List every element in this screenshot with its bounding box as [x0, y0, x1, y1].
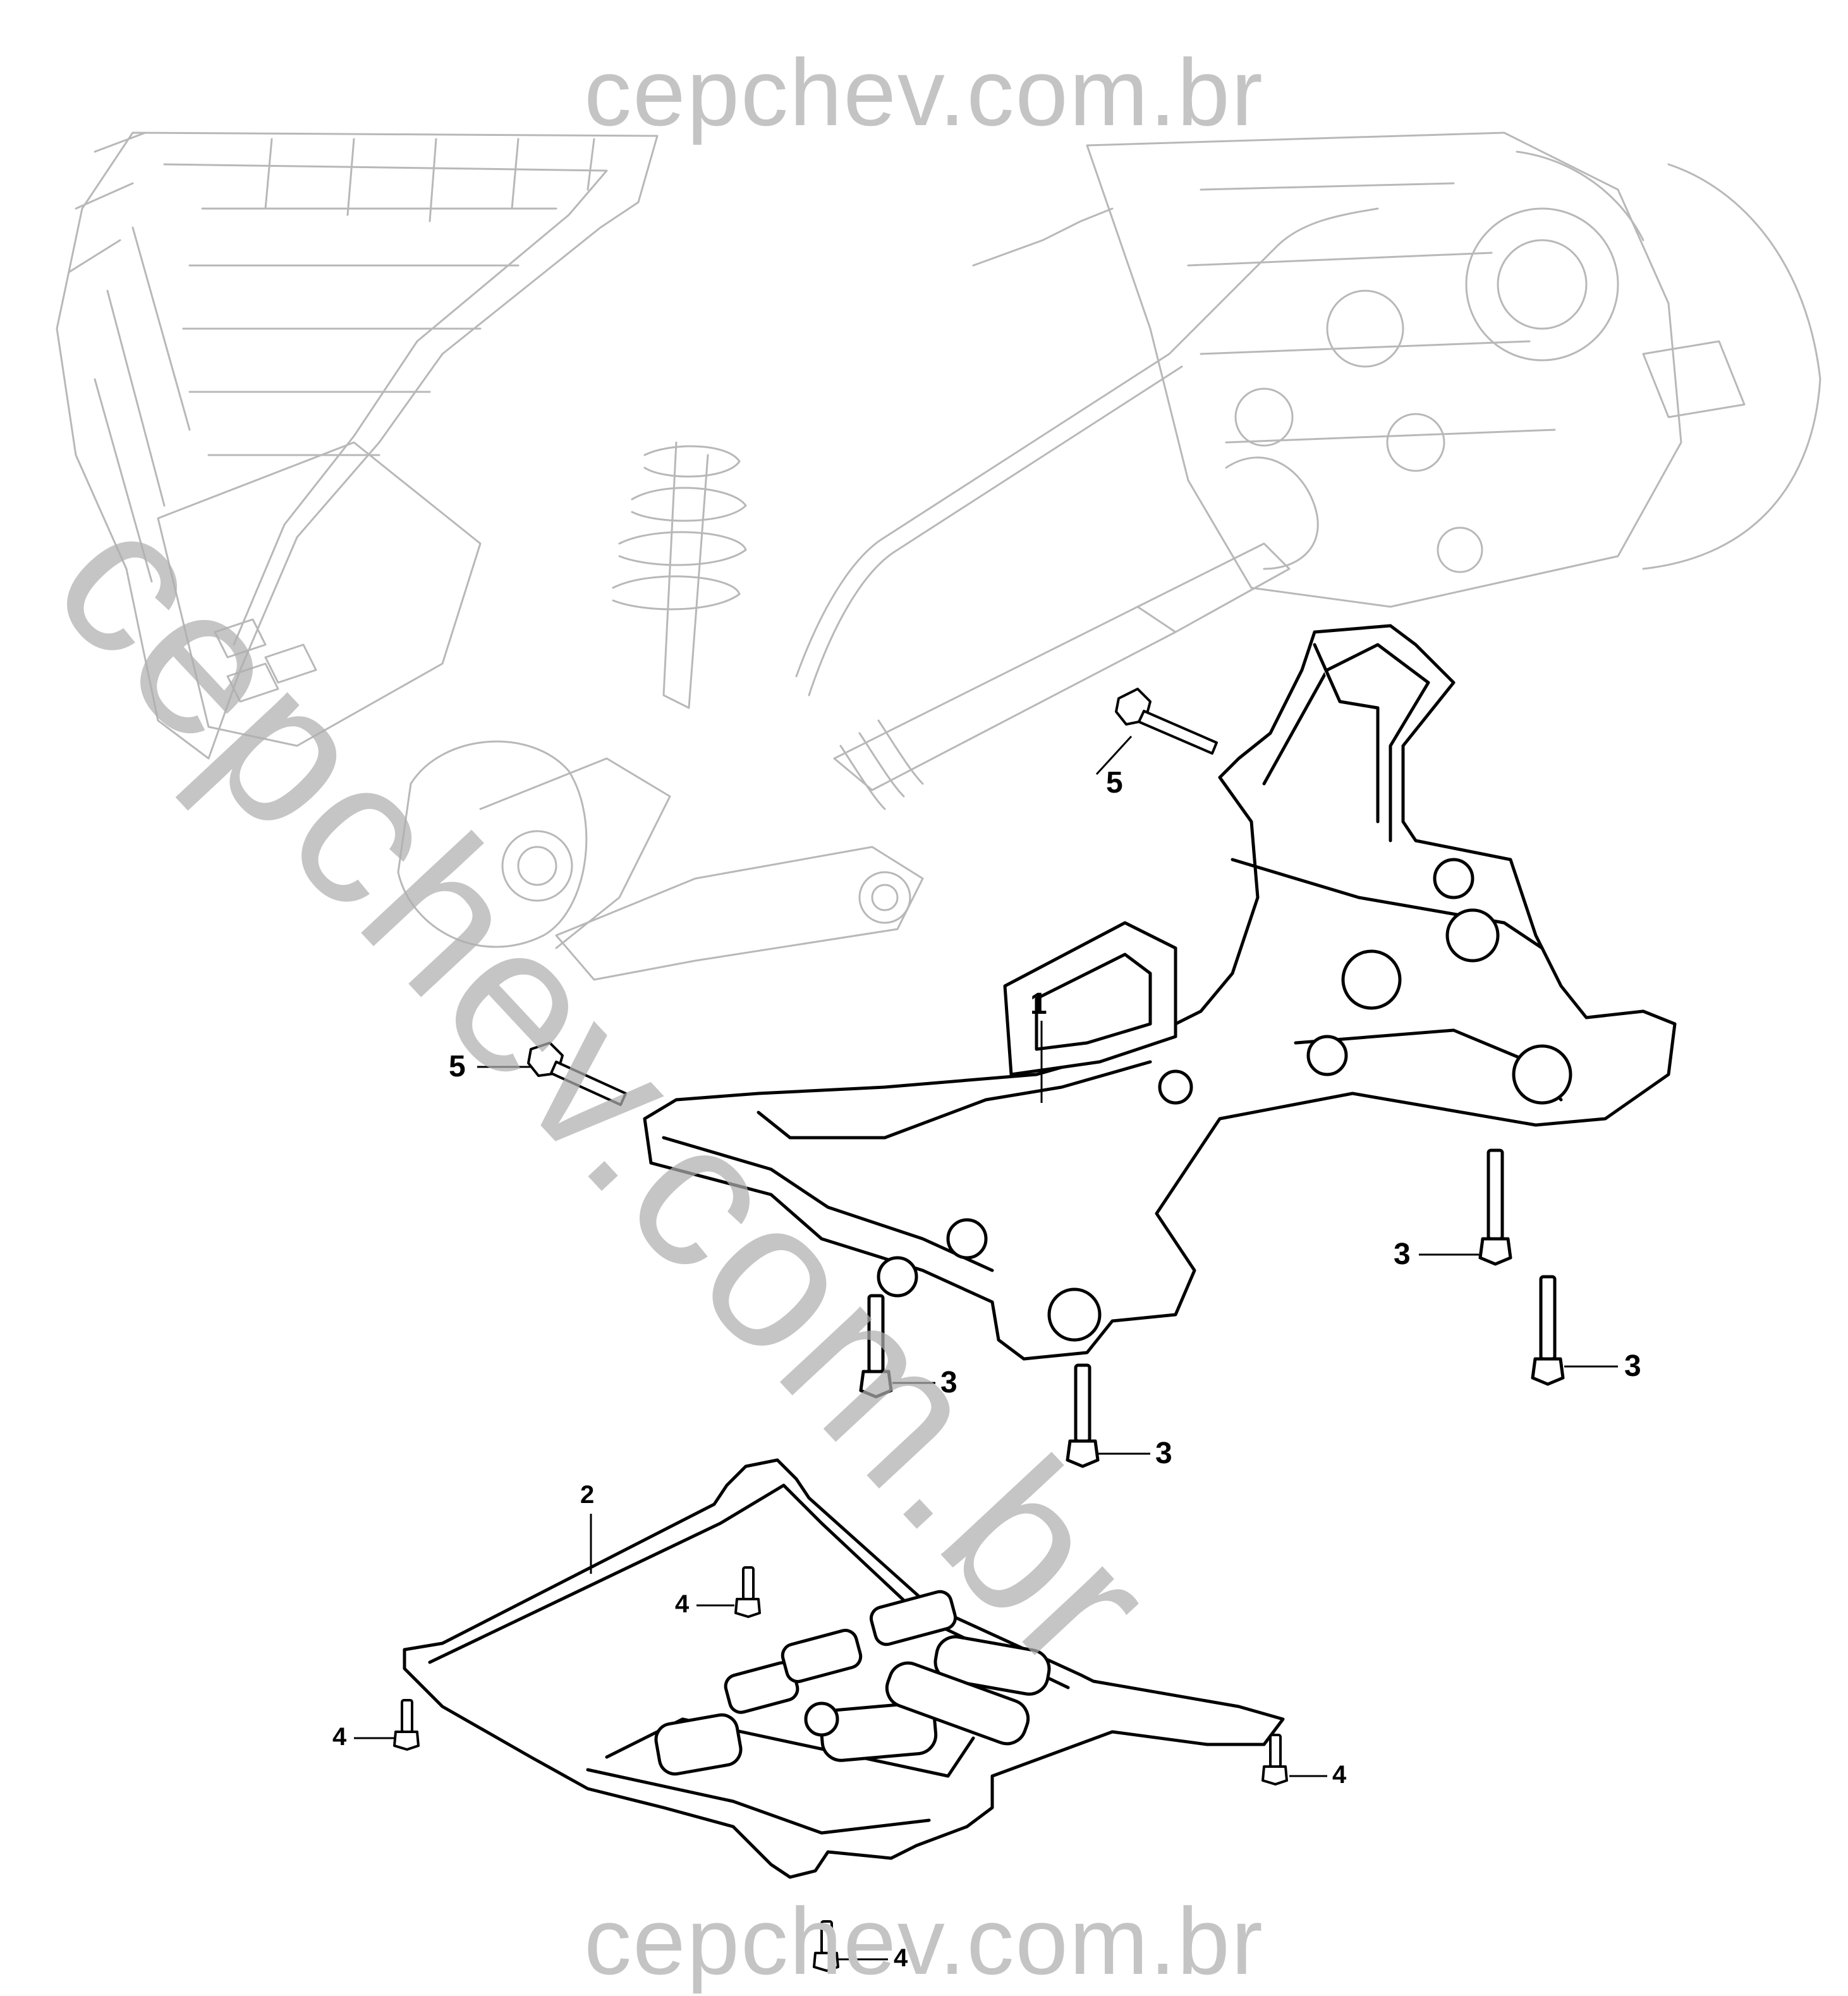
bolt-5b: [527, 1042, 627, 1106]
bolt-4d: [813, 1920, 839, 1972]
callout-3-b: 3: [1155, 1437, 1172, 1470]
watermark-top: cepchev.com.br: [584, 39, 1264, 145]
bolt-4c: [1261, 1734, 1288, 1786]
callout-4-b: 4: [332, 1723, 347, 1751]
callout-3-a: 3: [940, 1366, 957, 1399]
bolt-3c: [1478, 1148, 1512, 1266]
callout-4-c: 4: [1332, 1761, 1347, 1789]
callout-4-a: 4: [675, 1590, 690, 1618]
bolt-3d: [1531, 1275, 1565, 1386]
callout-4-d: 4: [894, 1944, 908, 1972]
callout-5-left: 5: [449, 1050, 466, 1083]
background-engine-bay-context: [56, 131, 1821, 981]
callout-3-d: 3: [1624, 1349, 1641, 1383]
callout-3-c: 3: [1394, 1238, 1411, 1271]
callout-5-upper: 5: [1106, 766, 1123, 800]
bolt-4a: [734, 1566, 761, 1618]
bolts-5: [527, 688, 1218, 1106]
callout-2: 2: [580, 1481, 595, 1509]
bolt-5a: [1115, 688, 1218, 755]
watermark-bottom: cepchev.com.br: [584, 1888, 1264, 1994]
subframe-crossmember: [643, 624, 1677, 1361]
bolts-4: [393, 1566, 1288, 1972]
bolt-3a: [859, 1294, 893, 1399]
leader-lines: [354, 735, 1618, 1961]
callout-1: 1: [1030, 987, 1047, 1021]
bolt-4b: [393, 1699, 420, 1751]
bolt-3b: [1066, 1363, 1100, 1468]
bolts-3: [859, 1148, 1565, 1468]
